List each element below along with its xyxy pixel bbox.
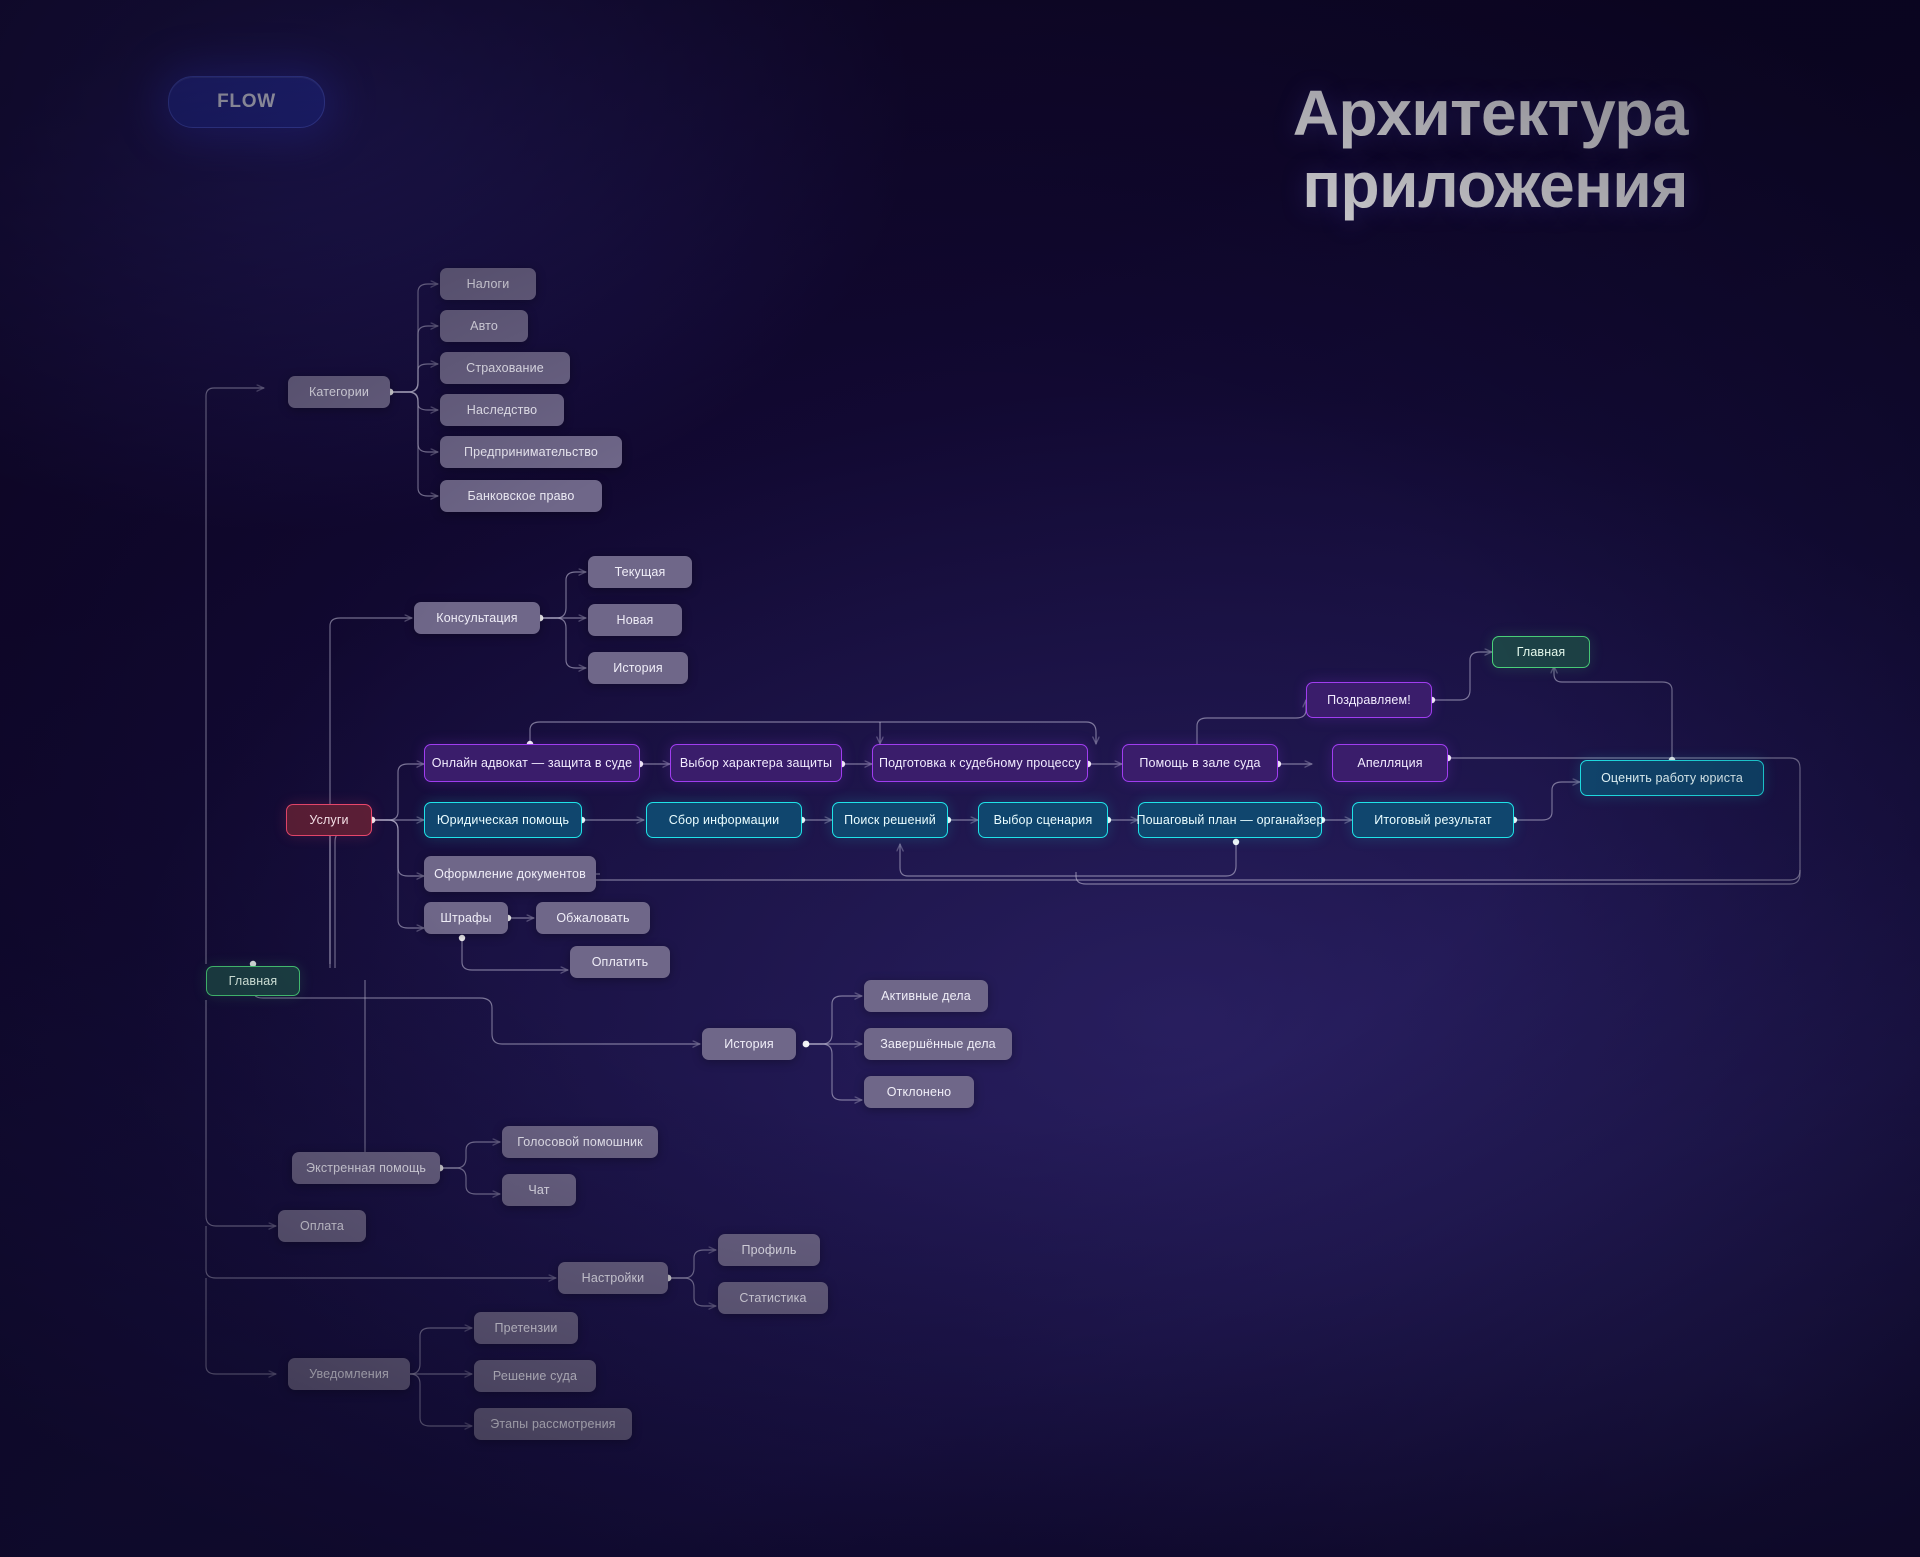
node-hist-completed[interactable]: Завершённые дела — [864, 1028, 1012, 1060]
node-label: Экстренная помощь — [305, 1161, 427, 1175]
node-label: Главная — [1516, 645, 1566, 659]
node-label: Апелляция — [1357, 756, 1423, 770]
node-label: Наследство — [466, 403, 538, 417]
node-root-main[interactable]: Главная — [206, 966, 300, 996]
node-rate-lawyer[interactable]: Оценить работу юриста — [1580, 760, 1764, 796]
node-label: Уведомления — [309, 1367, 389, 1381]
node-cat-business[interactable]: Предпринимательство — [440, 436, 622, 468]
node-label: Банковское право — [467, 489, 575, 503]
node-label: Активные дела — [881, 989, 971, 1003]
node-label: Настройки — [581, 1271, 645, 1285]
node-label: Статистика — [739, 1291, 807, 1305]
node-main-end[interactable]: Главная — [1492, 636, 1590, 668]
node-cons-new[interactable]: Новая — [588, 604, 682, 636]
node-label: Профиль — [741, 1243, 797, 1257]
node-step-plan[interactable]: Пошаговый план — органайзер — [1136, 802, 1324, 838]
node-label: Авто — [470, 319, 498, 333]
node-consultation[interactable]: Консультация — [414, 602, 540, 634]
node-label: Обжаловать — [556, 911, 630, 925]
node-label: Услуги — [309, 813, 349, 827]
node-voice-assistant[interactable]: Голосовой помошник — [502, 1126, 658, 1158]
node-label: Завершённые дела — [880, 1037, 996, 1051]
node-final-result[interactable]: Итоговый результат — [1352, 802, 1514, 838]
node-services[interactable]: Услуги — [286, 804, 372, 836]
node-label: Страхование — [466, 361, 544, 375]
node-label: Решение суда — [492, 1369, 578, 1383]
node-cons-history[interactable]: История — [588, 652, 688, 684]
node-categories[interactable]: Категории — [288, 376, 390, 408]
node-statistics[interactable]: Статистика — [718, 1282, 828, 1314]
node-congrats[interactable]: Поздравляем! — [1306, 682, 1432, 718]
node-emergency[interactable]: Экстренная помощь — [292, 1152, 440, 1184]
node-label: Чат — [528, 1183, 550, 1197]
node-label: Оформление документов — [434, 867, 586, 881]
node-cat-insurance[interactable]: Страхование — [440, 352, 570, 384]
node-courtroom-help[interactable]: Помощь в зале суда — [1122, 744, 1278, 782]
node-defense-choice[interactable]: Выбор характера защиты — [670, 744, 842, 782]
node-profile[interactable]: Профиль — [718, 1234, 820, 1266]
node-label: Поиск решений — [844, 813, 936, 827]
node-label: История — [613, 661, 663, 675]
node-label: Подготовка к судебному процессу — [879, 756, 1081, 770]
node-hist-rejected[interactable]: Отклонено — [864, 1076, 974, 1108]
node-label: Выбор сценария — [993, 813, 1093, 827]
node-online-lawyer[interactable]: Онлайн адвокат — защита в суде — [424, 744, 640, 782]
node-fines[interactable]: Штрафы — [424, 902, 508, 934]
node-label: Оплата — [300, 1219, 344, 1233]
node-history[interactable]: История — [702, 1028, 796, 1060]
node-label: Главная — [228, 974, 278, 988]
node-label: Поздравляем! — [1327, 693, 1411, 707]
node-cons-current[interactable]: Текущая — [588, 556, 692, 588]
node-label: Текущая — [614, 565, 666, 579]
node-documents[interactable]: Оформление документов — [424, 856, 596, 892]
node-legal-help[interactable]: Юридическая помощь — [424, 802, 582, 838]
node-trial-prep[interactable]: Подготовка к судебному процессу — [872, 744, 1088, 782]
flow-badge[interactable]: FLOW — [168, 76, 325, 128]
node-chat[interactable]: Чат — [502, 1174, 576, 1206]
node-label: Сбор информации — [668, 813, 780, 827]
node-label: Итоговый результат — [1374, 813, 1492, 827]
node-review-stages[interactable]: Этапы рассмотрения — [474, 1408, 632, 1440]
node-claims[interactable]: Претензии — [474, 1312, 578, 1344]
node-label: Оценить работу юриста — [1601, 771, 1743, 785]
node-settings[interactable]: Настройки — [558, 1262, 668, 1294]
node-collect-info[interactable]: Сбор информации — [646, 802, 802, 838]
node-label: Налоги — [466, 277, 510, 291]
node-label: Консультация — [436, 611, 518, 625]
node-label: Онлайн адвокат — защита в суде — [431, 756, 633, 770]
page-title: Архитектура приложения — [1008, 77, 1689, 221]
node-fines-appeal[interactable]: Обжаловать — [536, 902, 650, 934]
node-label: История — [724, 1037, 774, 1051]
node-choose-scenario[interactable]: Выбор сценария — [978, 802, 1108, 838]
node-label: Помощь в зале суда — [1139, 756, 1261, 770]
node-label: Оплатить — [591, 955, 649, 969]
node-label: Штрафы — [440, 911, 492, 925]
node-cat-auto[interactable]: Авто — [440, 310, 528, 342]
node-cat-inheritance[interactable]: Наследство — [440, 394, 564, 426]
node-cat-taxes[interactable]: Налоги — [440, 268, 536, 300]
flow-badge-label: FLOW — [217, 91, 276, 112]
node-label: Претензии — [494, 1321, 558, 1335]
node-find-solutions[interactable]: Поиск решений — [832, 802, 948, 838]
node-label: Этапы рассмотрения — [490, 1417, 616, 1431]
node-appeal[interactable]: Апелляция — [1332, 744, 1448, 782]
node-label: Голосовой помошник — [517, 1135, 643, 1149]
node-cat-banking[interactable]: Банковское право — [440, 480, 602, 512]
node-label: Предпринимательство — [464, 445, 598, 459]
node-label: Новая — [616, 613, 654, 627]
node-label: Пошаговый план — органайзер — [1136, 813, 1324, 827]
node-court-decision[interactable]: Решение суда — [474, 1360, 596, 1392]
node-payment[interactable]: Оплата — [278, 1210, 366, 1242]
node-label: Категории — [309, 385, 369, 399]
node-hist-active[interactable]: Активные дела — [864, 980, 988, 1012]
node-label: Отклонено — [886, 1085, 952, 1099]
page-title-line-1: Архитектура — [1292, 77, 1689, 149]
page-title-line-2: приложения — [1302, 148, 1688, 221]
node-notifications[interactable]: Уведомления — [288, 1358, 410, 1390]
node-label: Юридическая помощь — [436, 813, 570, 827]
node-label: Выбор характера защиты — [679, 756, 833, 770]
node-fines-pay[interactable]: Оплатить — [570, 946, 670, 978]
